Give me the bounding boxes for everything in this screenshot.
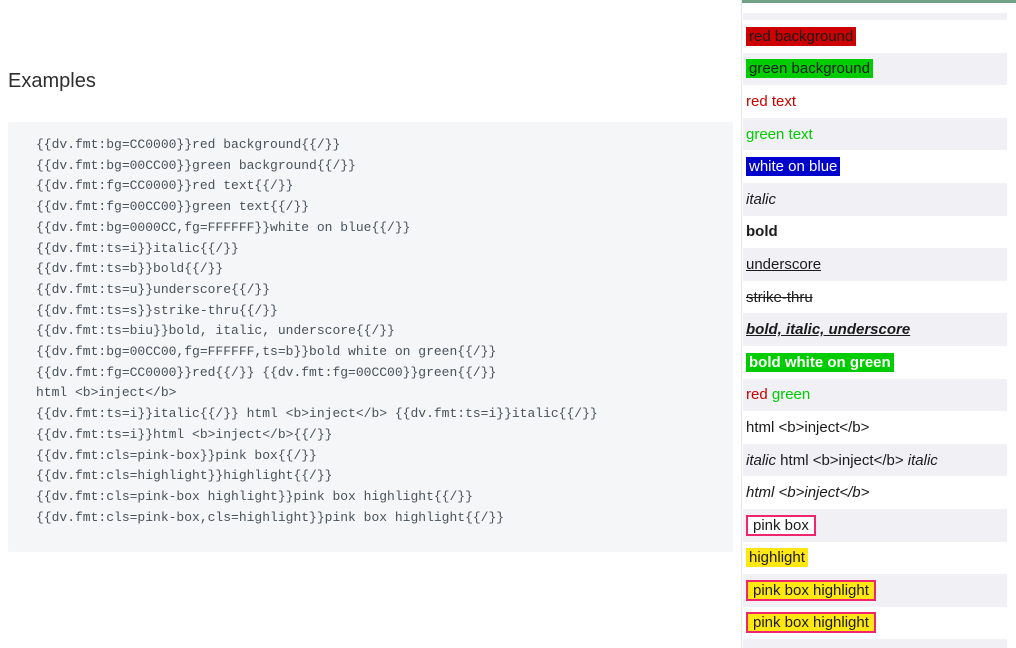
result-segment: italic: [746, 451, 777, 469]
result-segment: highlight: [746, 548, 808, 568]
result-segment: red background: [746, 26, 857, 46]
result-segment: red text: [746, 92, 797, 110]
result-row: html <b>inject</b>: [743, 411, 1007, 444]
result-row: italic: [743, 182, 1007, 216]
result-row: green background: [743, 52, 1007, 86]
result-row: html <b>inject</b>: [743, 476, 1007, 509]
result-row: bold, italic, underscore: [743, 313, 1007, 346]
result-row: green text: [743, 117, 1007, 151]
result-segment: white on blue: [746, 157, 841, 177]
result-segment: bold white on green: [746, 352, 894, 372]
result-segment: pink box highlight: [746, 579, 876, 601]
result-segment: bold: [746, 223, 778, 241]
result-segment: red: [746, 386, 768, 404]
result-rows: red background green background red text gr…: [743, 20, 1007, 639]
code-text: {{dv.fmt:bg=CC0000}}red background{{/}} …: [36, 135, 723, 528]
examples-heading: Examples: [8, 70, 96, 92]
code-content: {{dv.fmt:bg=CC0000}}red background{{/}} …: [36, 137, 598, 525]
result-row: pink box highlight: [743, 574, 1007, 607]
empty-row-sliver-bottom: [743, 639, 1007, 648]
result-segment: bold, italic, underscore: [746, 321, 911, 339]
result-segment: strike-thru: [746, 288, 813, 306]
result-segment: italic: [907, 451, 938, 469]
result-segment: html <b>inject</b>: [746, 484, 870, 502]
result-row: strike-thru: [743, 281, 1007, 314]
panel-top-accent-bar: [742, 0, 1016, 3]
result-row: red text: [743, 85, 1007, 118]
result-row: red green: [743, 378, 1007, 412]
result-segment: html <b>inject</b>: [746, 418, 870, 436]
result-row: red background: [743, 20, 1007, 53]
code-block: {{dv.fmt:bg=CC0000}}red background{{/}} …: [8, 122, 733, 553]
result-row: pink box highlight: [743, 607, 1007, 640]
result-segment: green text: [746, 125, 813, 143]
result-segment: html <b>inject</b>: [776, 451, 908, 469]
result-row: underscore: [743, 248, 1007, 281]
result-row: pink box: [743, 508, 1007, 542]
result-segment: green: [771, 386, 811, 404]
result-row: highlight: [743, 542, 1007, 575]
rendered-output-panel: red background green background red text gr…: [741, 0, 1016, 648]
result-segment: underscore: [746, 255, 822, 273]
result-segment: pink box highlight: [746, 612, 876, 634]
result-segment: green background: [746, 59, 873, 79]
empty-row-sliver-top: [743, 13, 1007, 20]
result-row: bold white on green: [743, 346, 1007, 379]
result-row: italic html <b>inject</b> italic: [743, 443, 1007, 477]
result-row: bold: [743, 216, 1007, 249]
result-segment: italic: [746, 190, 777, 208]
result-segment: pink box: [746, 514, 816, 536]
result-row: white on blue: [743, 150, 1007, 183]
